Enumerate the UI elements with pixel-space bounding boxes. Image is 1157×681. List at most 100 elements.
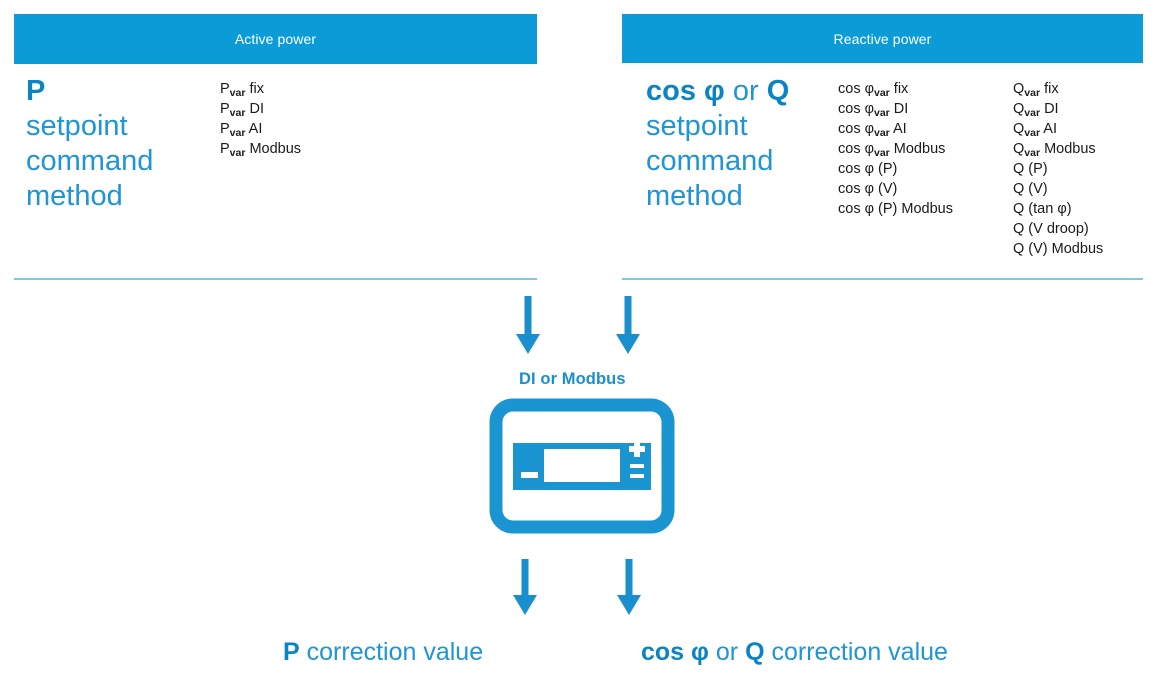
method-name: (V) (1024, 181, 1048, 197)
method-base-symbol: Q (1013, 81, 1025, 97)
method-name: fix (245, 81, 264, 97)
header-label-reactive-power: Reactive power (833, 30, 932, 47)
method-base-symbol: Q (1013, 201, 1025, 217)
method-subscript: var (229, 87, 246, 99)
reactive-power-heading: cos φ or Q setpoint command method (646, 74, 789, 214)
arrow-down-reactive-to-device (612, 296, 644, 361)
method-base-symbol: P (220, 121, 230, 137)
method-name: DI (1040, 101, 1059, 117)
method-subscript: var (874, 127, 890, 139)
method-name: (tan φ) (1024, 201, 1072, 217)
method-list-item: Qvar Modbus (1013, 139, 1103, 159)
method-subscript: var (229, 107, 246, 119)
method-name: AI (1040, 121, 1057, 137)
method-base-symbol: cos φ (838, 101, 874, 117)
output-text-p: correction value (306, 638, 484, 666)
reactive-power-conjunction: or (732, 75, 759, 107)
method-base-symbol: Q (1013, 161, 1025, 177)
output-conjunction: or (715, 638, 739, 666)
reactive-power-heading-line2: setpoint (646, 110, 748, 142)
reactive-power-symbol-cosphi: cos φ (646, 75, 725, 107)
method-list-item: Qvar fix (1013, 79, 1103, 99)
method-name: fix (889, 81, 909, 97)
arrow-down-device-to-q-output (613, 559, 645, 622)
method-base-symbol: Q (1013, 141, 1025, 157)
method-base-symbol: Q (1013, 221, 1025, 237)
method-name: Modbus (245, 141, 302, 157)
active-power-heading-line2: setpoint (26, 110, 128, 142)
divider-line-left (14, 278, 537, 280)
method-name: (V) Modbus (1024, 241, 1104, 257)
method-subscript: var (1024, 107, 1041, 119)
panel-reactive-power: cos φ or Q setpoint command method cos φ… (622, 74, 1143, 274)
method-list-item: Pvar fix (220, 79, 301, 99)
method-name: (V) (874, 181, 898, 197)
column-header-reactive-power: Reactive power (622, 14, 1143, 63)
method-list-item: cos φvar AI (838, 119, 953, 139)
method-name: (V droop) (1024, 221, 1089, 237)
method-base-symbol: cos φ (838, 81, 874, 97)
method-list-item: Q (tan φ) (1013, 199, 1103, 219)
method-subscript: var (1024, 147, 1041, 159)
method-name: (P) (1024, 161, 1048, 177)
controller-device-icon (489, 398, 675, 539)
method-subscript: var (229, 127, 246, 139)
method-name: AI (889, 121, 907, 137)
method-list-item: Qvar AI (1013, 119, 1103, 139)
method-name: (P) (874, 161, 898, 177)
output-text-q: correction value (771, 638, 948, 666)
active-power-heading-line4: method (26, 180, 123, 212)
method-list-item: cos φ (V) (838, 179, 953, 199)
method-subscript: var (229, 147, 246, 159)
method-list-item: Q (P) (1013, 159, 1103, 179)
method-list-item: Pvar DI (220, 99, 301, 119)
method-subscript: var (874, 147, 890, 159)
method-base-symbol: cos φ (838, 181, 874, 197)
arrow-down-active-to-device (512, 296, 544, 361)
method-name: Modbus (1040, 141, 1096, 157)
method-list-item: cos φvar Modbus (838, 139, 953, 159)
method-list-item: cos φ (P) Modbus (838, 199, 953, 219)
method-list-item: Pvar AI (220, 119, 301, 139)
method-name: DI (889, 101, 909, 117)
arrow-down-device-to-p-output (509, 559, 541, 622)
method-subscript: var (874, 87, 890, 99)
method-name: AI (245, 121, 263, 137)
method-base-symbol: Q (1013, 101, 1025, 117)
divider-line-right (622, 278, 1143, 280)
reactive-power-heading-line4: method (646, 180, 743, 212)
method-name: (P) Modbus (874, 201, 953, 217)
method-base-symbol: cos φ (838, 121, 874, 137)
method-subscript: var (874, 107, 890, 119)
method-base-symbol: Q (1013, 181, 1025, 197)
method-subscript: var (1024, 87, 1041, 99)
method-base-symbol: P (220, 81, 230, 97)
method-list-item: Q (V droop) (1013, 219, 1103, 239)
method-name: Modbus (889, 141, 946, 157)
method-base-symbol: Q (1013, 241, 1025, 257)
output-symbol-cosphi: cos φ (641, 638, 709, 666)
method-base-symbol: Q (1013, 121, 1025, 137)
method-list-item: Qvar DI (1013, 99, 1103, 119)
output-label-active-power: P correction value (283, 637, 483, 667)
method-list-item: cos φvar DI (838, 99, 953, 119)
di-or-modbus-label: DI or Modbus (519, 370, 626, 388)
method-list-item: cos φvar fix (838, 79, 953, 99)
output-symbol-p: P (283, 638, 300, 666)
column-header-active-power: Active power (14, 14, 537, 64)
active-power-heading-line3: command (26, 145, 154, 177)
method-base-symbol: cos φ (838, 161, 874, 177)
method-base-symbol: cos φ (838, 201, 874, 217)
method-name: fix (1040, 81, 1059, 97)
method-base-symbol: P (220, 141, 230, 157)
method-base-symbol: P (220, 101, 230, 117)
header-label-active-power: Active power (234, 31, 317, 47)
method-list-item: cos φ (P) (838, 159, 953, 179)
method-subscript: var (1024, 127, 1041, 139)
output-label-reactive-power: cos φ or Q correction value (641, 637, 948, 667)
method-list-item: Pvar Modbus (220, 139, 301, 159)
